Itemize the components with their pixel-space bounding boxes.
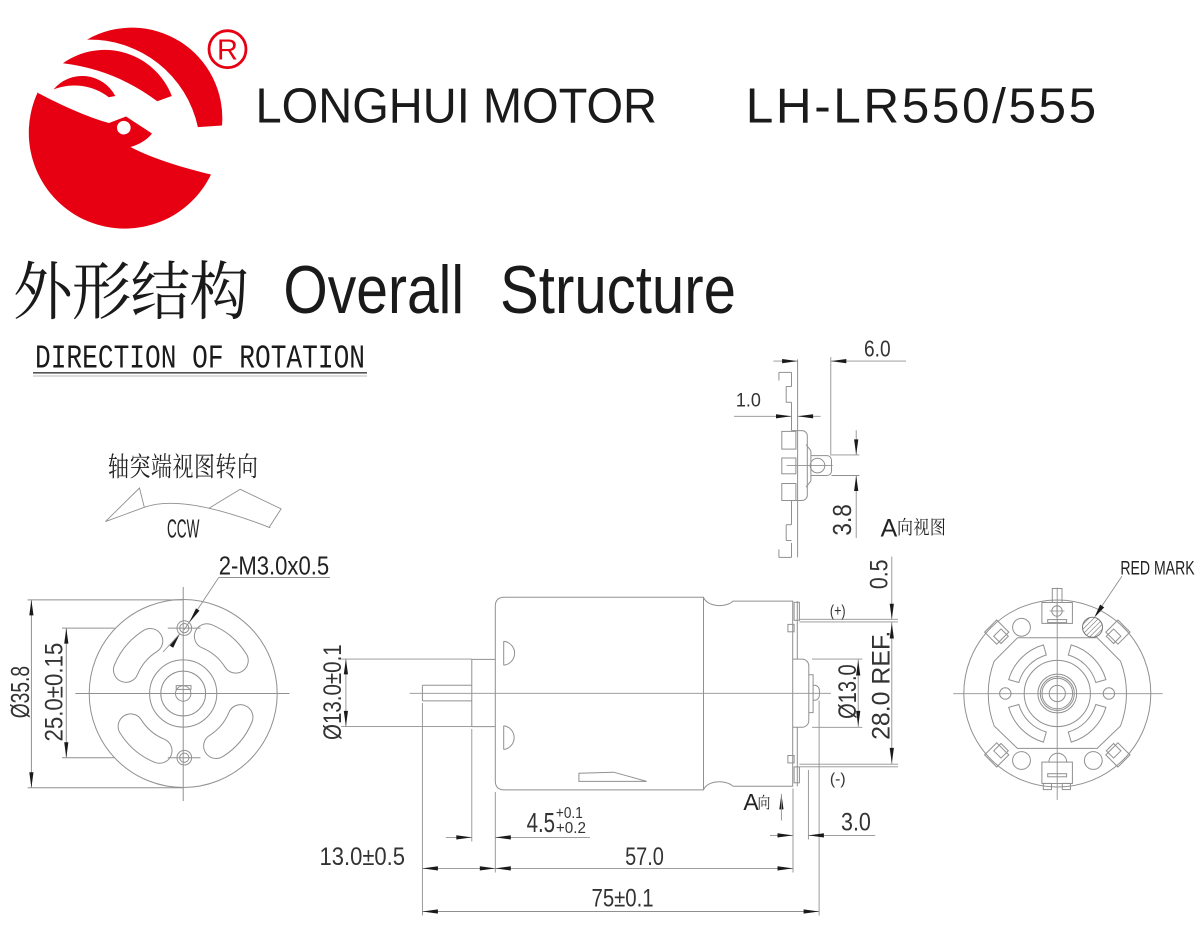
svg-text:1.0: 1.0 — [736, 391, 761, 412]
svg-text:6.0: 6.0 — [864, 336, 891, 362]
svg-text:(+): (+) — [830, 603, 846, 620]
svg-text:CCW: CCW — [167, 515, 200, 543]
svg-text:Structure: Structure — [500, 252, 736, 328]
svg-text:3.8: 3.8 — [829, 504, 857, 536]
svg-text:25.0±0.15: 25.0±0.15 — [41, 643, 69, 742]
svg-text:13.0±0.5: 13.0±0.5 — [320, 843, 406, 871]
svg-text:+0.1: +0.1 — [556, 805, 583, 822]
svg-text:0.5: 0.5 — [865, 560, 893, 590]
svg-text:LONGHUI MOTOR: LONGHUI MOTOR — [256, 79, 658, 134]
svg-text:Overall: Overall — [283, 252, 464, 328]
svg-text:+0.2: +0.2 — [556, 820, 586, 837]
svg-text:A: A — [881, 514, 898, 542]
svg-text:2-M3.0x0.5: 2-M3.0x0.5 — [219, 552, 330, 580]
svg-text:RED MARK: RED MARK — [1120, 559, 1194, 580]
svg-text:LH-LR550/555: LH-LR550/555 — [746, 79, 1096, 134]
svg-text:57.0: 57.0 — [625, 843, 664, 871]
svg-text:Ø13.0±0.1: Ø13.0±0.1 — [319, 644, 347, 740]
svg-text:(-): (-) — [830, 771, 846, 788]
svg-text:28.0 REF.: 28.0 REF. — [868, 631, 896, 740]
svg-text:Ø13.0: Ø13.0 — [834, 664, 862, 719]
svg-text:A: A — [743, 789, 759, 815]
svg-text:75±0.1: 75±0.1 — [592, 884, 654, 912]
svg-text:Ø35.8: Ø35.8 — [7, 666, 35, 718]
svg-text:4.5: 4.5 — [527, 807, 556, 838]
svg-text:R: R — [217, 35, 238, 67]
svg-text:3.0: 3.0 — [841, 809, 871, 837]
